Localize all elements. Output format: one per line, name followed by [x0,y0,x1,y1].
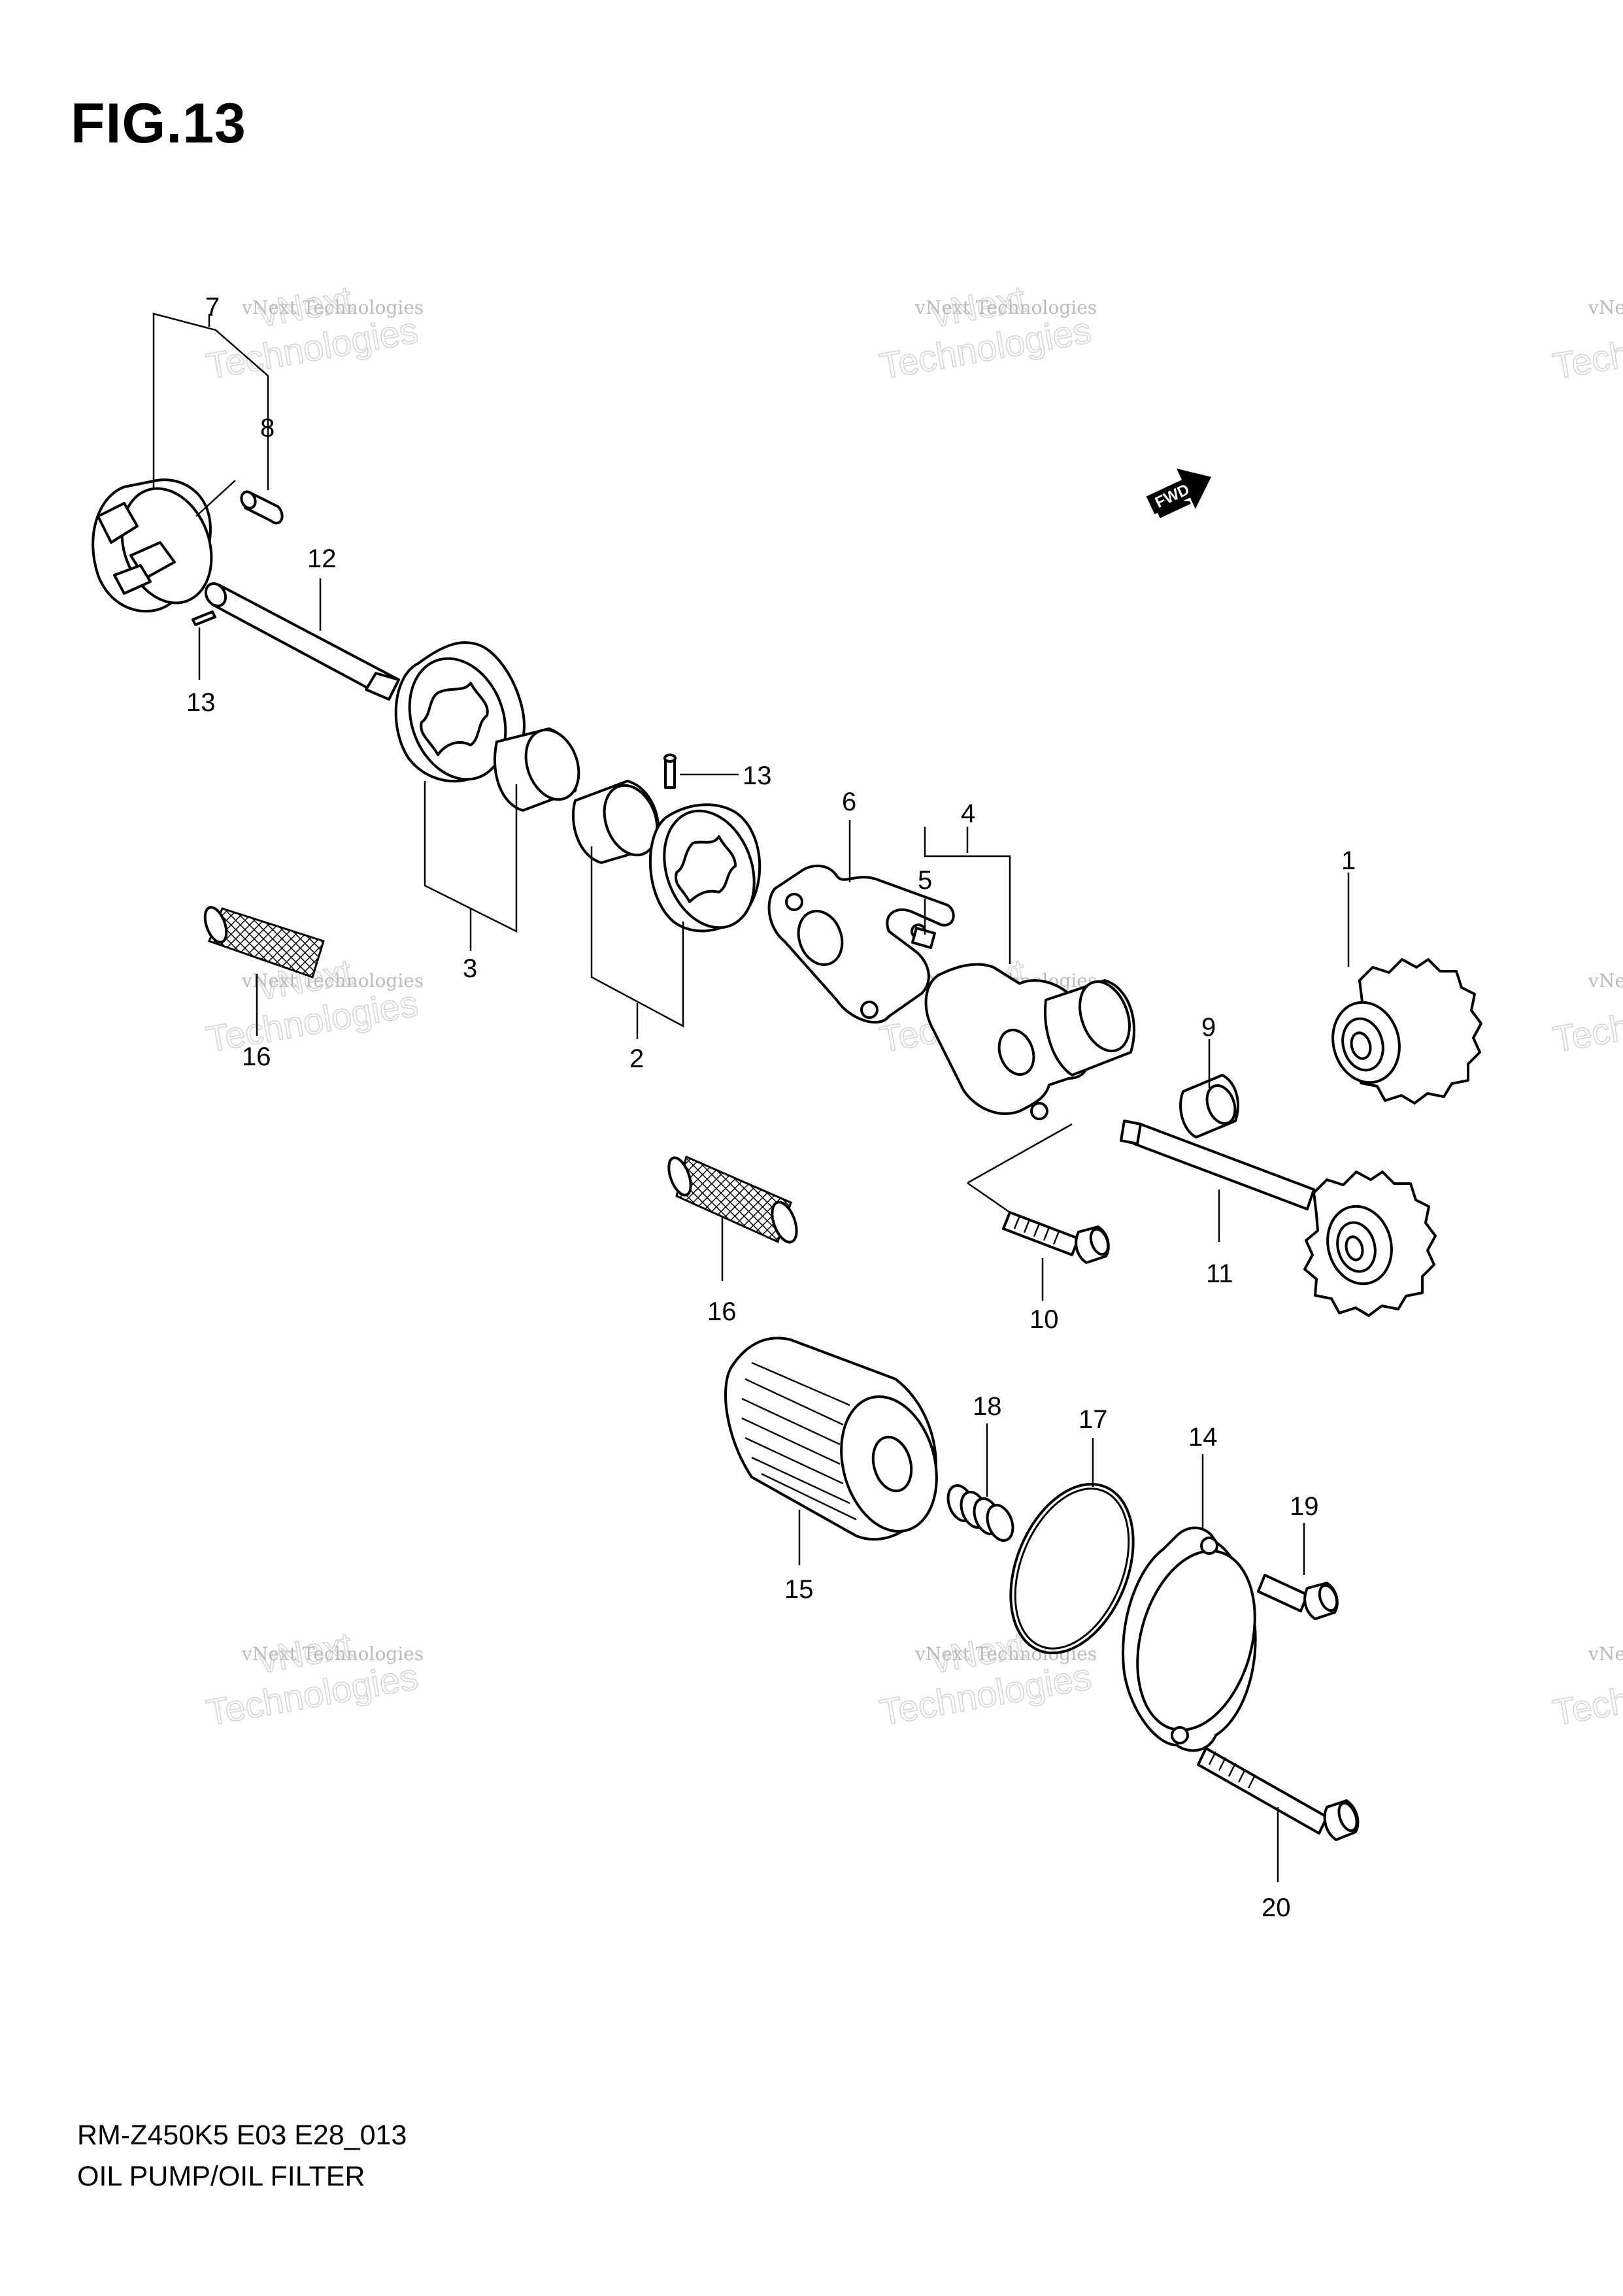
svg-text:vNext Technologies: vNext Technologies [914,297,1097,318]
part-8-dowel-pin [240,490,284,525]
callout-14: 14 [1188,1423,1218,1452]
part-12-pump-shaft [204,582,400,701]
svg-text:vNext Technologies: vNext Technologies [1588,1643,1623,1665]
callout-17: 17 [1079,1405,1108,1434]
callout-9: 9 [1201,1013,1216,1042]
callout-11: 11 [1206,1259,1233,1288]
watermark-edge: vNext Technologies Technologies vNext Te… [1549,297,1623,1734]
callout-10: 10 [1029,1305,1059,1334]
svg-text:Technologies: Technologies [1550,982,1623,1060]
callout-4: 4 [961,799,975,828]
callout-20: 20 [1262,1893,1291,1922]
part-2-inner-rotor [572,780,660,864]
footer-model-code: RM-Z450K5 E03 E28_013 [77,2120,407,2151]
part-11-drive-shaft [1120,1120,1315,1210]
part-16-strainer-center [667,1155,798,1244]
part-11-drive-gear [1303,1171,1437,1317]
part-19-bolt [1257,1574,1339,1620]
leader-lines [152,312,1350,1882]
footer-section-name: OIL PUMP/OIL FILTER [77,2161,365,2192]
callout-3: 3 [463,954,477,983]
callout-12: 12 [307,544,337,573]
watermark: Technologies vNext vNext Technologies [876,277,1097,388]
svg-text:vNext Technologies: vNext Technologies [1588,970,1623,991]
svg-text:vNext Technologies: vNext Technologies [241,297,424,318]
figure-title: FIG.13 [71,92,246,155]
watermark: Technologies vNext vNext Technologies [203,277,424,388]
part-2-outer-rotor [648,803,761,933]
callout-6: 6 [842,788,856,816]
callout-16-left: 16 [242,1042,271,1071]
svg-text:vNext Technologies: vNext Technologies [241,970,424,991]
callout-5: 5 [918,866,932,895]
part-14-filter-cap [1122,1526,1257,1752]
callout-2: 2 [629,1044,644,1073]
part-3-inner-rotor [494,727,580,812]
callout-16-center: 16 [707,1297,737,1326]
part-13-pin-lower [663,754,677,789]
part-15-oil-filter [724,1337,938,1541]
part-16-strainer-left [203,906,325,978]
callout-15: 15 [784,1575,814,1604]
callout-19: 19 [1290,1492,1319,1521]
callout-13-lower: 13 [743,761,772,790]
part-18-spring [946,1484,1014,1542]
svg-text:vNext Technologies: vNext Technologies [241,1643,424,1665]
svg-text:Technologies: Technologies [1550,1655,1623,1733]
callout-13-upper: 13 [186,688,216,717]
callout-8: 8 [260,414,275,442]
part-1-driven-gear [1331,958,1482,1105]
part-9-collar [1179,1074,1239,1139]
callout-7: 7 [205,293,220,322]
part-13-pin-upper [192,610,216,626]
part-3-outer-rotor [394,641,526,783]
part-4-pump-body [924,963,1135,1120]
watermark: Technologies vNext vNext Technologies [203,1623,424,1734]
fwd-direction-badge: FWD [1146,468,1211,518]
svg-text:vNext Technologies: vNext Technologies [1588,297,1623,318]
part-20-bolt [1197,1747,1360,1841]
part-17-o-ring [1009,1482,1135,1655]
callout-18: 18 [973,1392,1002,1421]
svg-text:Technologies: Technologies [1550,309,1623,387]
part-5-pin [911,927,936,949]
svg-text:vNext Technologies: vNext Technologies [914,1643,1097,1665]
part-7-pump-cover [92,478,236,613]
callout-1: 1 [1341,846,1356,875]
watermark: Technologies vNext vNext Technologies [876,1623,1097,1734]
callout-labels: 7 8 12 13 13 6 4 5 1 3 16 2 9 11 16 10 1… [186,293,1356,1922]
part-6-pump-plate [767,864,955,1023]
part-10-bolt [1002,1211,1110,1264]
